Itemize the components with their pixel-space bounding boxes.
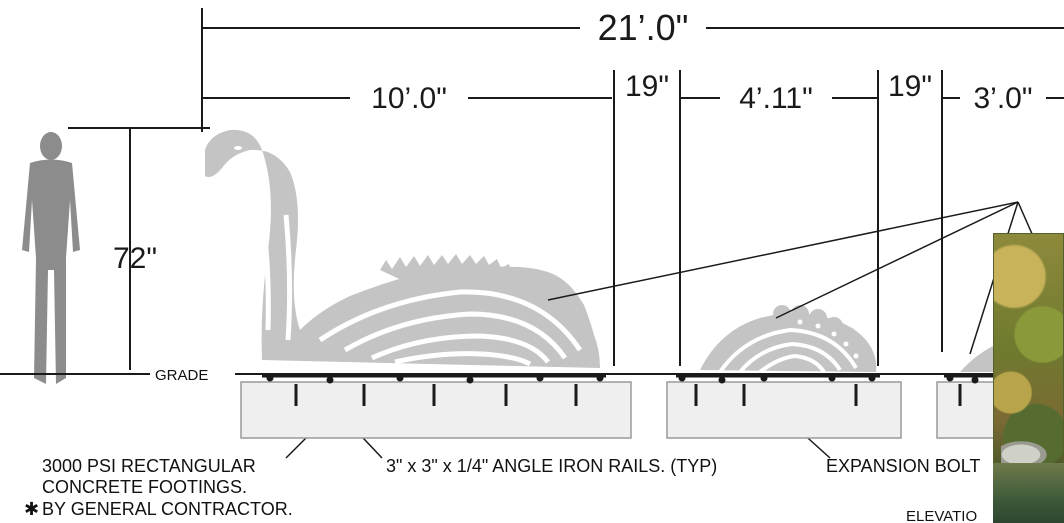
lake-photo-thumbnail xyxy=(993,233,1064,523)
footings-label-line2: CONCRETE FOOTINGS. xyxy=(42,477,247,497)
height-dimension: 72" xyxy=(113,242,157,275)
footing-hump xyxy=(666,381,902,439)
footings-label-line1: 3000 PSI RECTANGULAR xyxy=(42,456,256,476)
hump-scallops xyxy=(773,305,876,372)
elevation-label: ELEVATIO xyxy=(906,508,977,523)
dimension-lines xyxy=(68,8,1064,370)
photo-rocks xyxy=(1001,439,1051,465)
concrete-footings xyxy=(240,381,1008,439)
hump-dots xyxy=(797,319,859,359)
rails-label: 3" x 3" x 1/4" ANGLE IRON RAILS. (TYP) xyxy=(386,456,717,476)
dorsal-spikes xyxy=(380,254,542,343)
serpent-hump-sculpture xyxy=(700,305,877,374)
gap1-dimension: 19" xyxy=(625,70,669,103)
tail-dimension: 3’.0" xyxy=(973,82,1032,115)
overall-dimension: 21’.0" xyxy=(598,7,689,48)
hump-dimension: 4’.11" xyxy=(739,82,812,115)
anchor-bolts xyxy=(294,384,962,406)
serpent-body-sculpture xyxy=(205,129,600,368)
footing-body xyxy=(240,381,632,439)
rail-rivets xyxy=(266,374,979,384)
serpent-tail-sculpture xyxy=(960,345,995,372)
footings-label-line3: BY GENERAL CONTRACTOR. xyxy=(42,499,293,519)
expansion-bolt-label: EXPANSION BOLT xyxy=(826,456,980,476)
human-silhouette-icon xyxy=(22,132,80,384)
photo-water xyxy=(993,463,1064,523)
asterisk-icon: ✱ xyxy=(24,499,39,519)
body-stripes xyxy=(257,199,583,367)
grade-label: GRADE xyxy=(155,367,208,384)
body-dimension: 10’.0" xyxy=(371,82,447,115)
gap2-dimension: 19" xyxy=(888,70,932,103)
hump-stripes xyxy=(718,327,858,374)
